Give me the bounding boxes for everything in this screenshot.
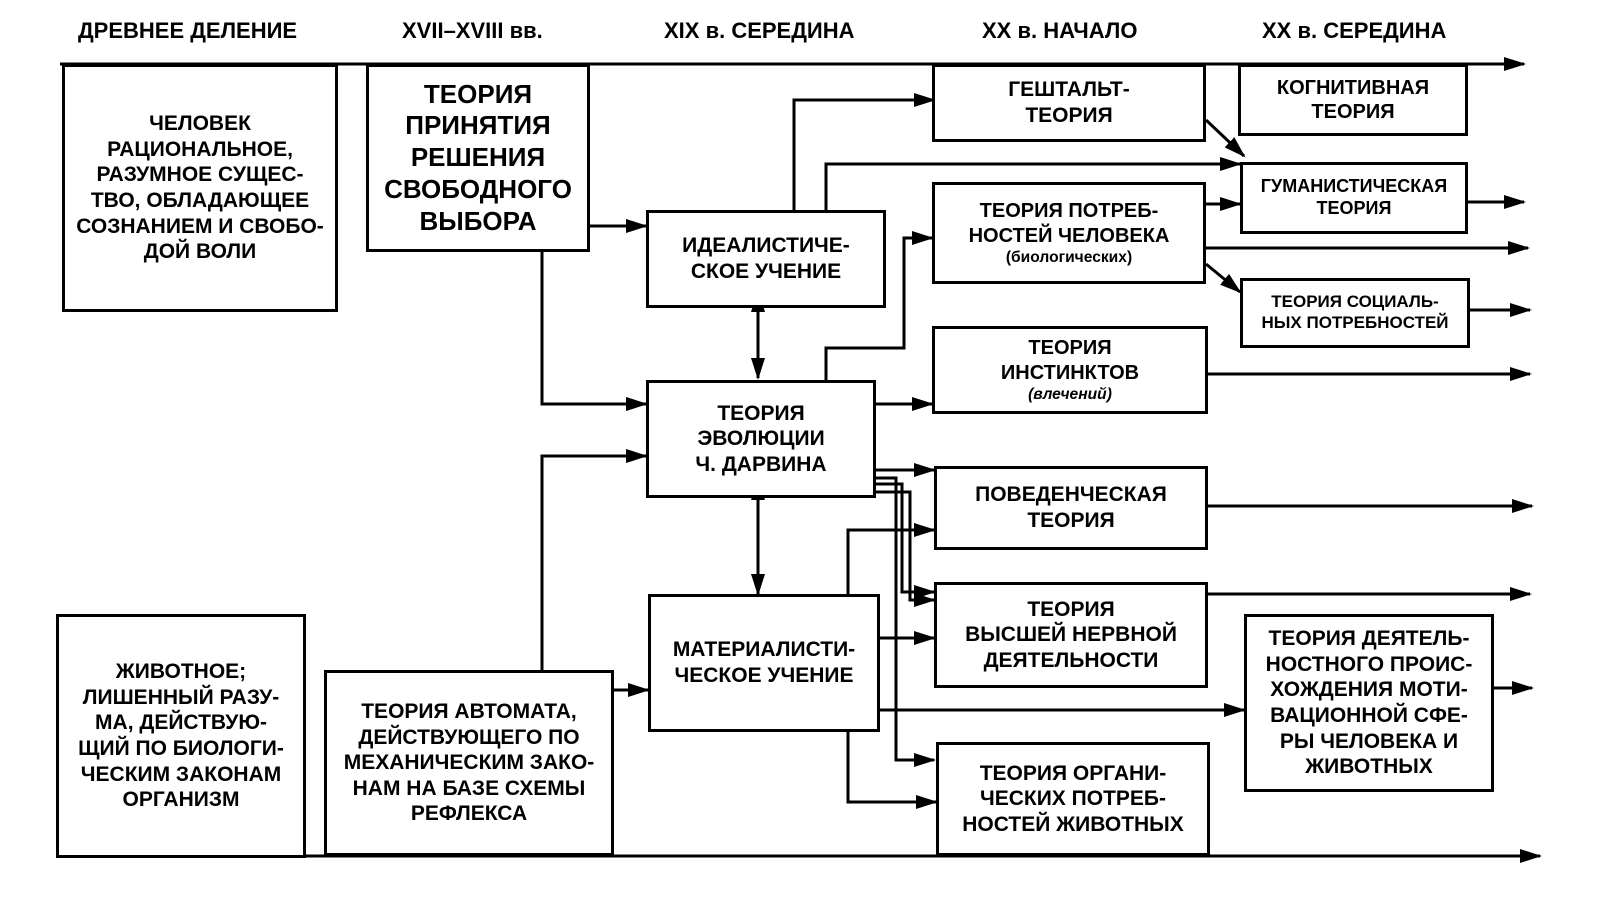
box-darwin-evolution-label: ТЕОРИЯ ЭВОЛЮЦИИ Ч. ДАРВИНА [695,401,827,476]
box-human-needs-theory-title: ТЕОРИЯ ПОТРЕБ- НОСТЕЙ ЧЕЛОВЕКА [968,200,1170,247]
arrow-darwin-to-organic [876,476,936,767]
box-organic-needs-theory: ТЕОРИЯ ОРГАНИ- ЧЕСКИХ ПОТРЕБ- НОСТЕЙ ЖИВ… [936,742,1210,856]
box-organic-needs-theory-label: ТЕОРИЯ ОРГАНИ- ЧЕСКИХ ПОТРЕБ- НОСТЕЙ ЖИВ… [962,761,1184,836]
box-animal-label: ЖИВОТНОЕ; ЛИШЕННЫЙ РАЗУ- МА, ДЕЙСТВУЮ- Щ… [78,660,284,812]
box-instincts-theory-title: ТЕОРИЯ ИНСТИНКТОВ [1000,337,1140,384]
box-materialistic-teaching: МАТЕРИАЛИСТИ- ЧЕСКОЕ УЧЕНИЕ [648,594,880,732]
box-social-needs-theory: ТЕОРИЯ СОЦИАЛЬ- НЫХ ПОТРЕБНОСТЕЙ [1240,278,1470,348]
box-social-needs-theory-label: ТЕОРИЯ СОЦИАЛЬ- НЫХ ПОТРЕБНОСТЕЙ [1261,292,1449,332]
arrow-darwin-to-higher-nervous [876,482,936,599]
box-activity-theory-label: ТЕОРИЯ ДЕЯТЕЛЬ- НОСТНОГО ПРОИС- ХОЖДЕНИЯ… [1265,627,1473,779]
arrow-automaton-to-darwin [540,449,648,670]
header-19-century-middle: XIX в. СЕРЕДИНА [664,18,855,43]
box-human-needs-theory-label: ТЕОРИЯ ПОТРЕБ- НОСТЕЙ ЧЕЛОВЕКА (биологич… [969,175,1170,292]
header-20-century-middle: XX в. СЕРЕДИНА [1262,18,1447,43]
box-free-choice-theory: ТЕОРИЯ ПРИНЯТИЯ РЕШЕНИЯ СВОБОДНОГО ВЫБОР… [366,64,590,252]
arrow-freechoice-to-darwin [540,252,648,411]
box-human: ЧЕЛОВЕК РАЦИОНАЛЬНОЕ, РАЗУМНОЕ СУЩЕС- ТВ… [62,64,338,312]
box-human-needs-theory: ТЕОРИЯ ПОТРЕБ- НОСТЕЙ ЧЕЛОВЕКА (биологич… [932,182,1206,284]
box-cognitive-theory-label: КОГНИТИВНАЯ ТЕОРИЯ [1276,76,1430,123]
box-human-label: ЧЕЛОВЕК РАЦИОНАЛЬНОЕ, РАЗУМНОЕ СУЩЕС- ТВ… [76,112,324,264]
header-17-18-centuries: XVII–XVIII вв. [402,18,543,43]
box-activity-theory: ТЕОРИЯ ДЕЯТЕЛЬ- НОСТНОГО ПРОИС- ХОЖДЕНИЯ… [1244,614,1494,792]
arrow-darwin-to-needs [824,231,934,380]
arrow-materialistic-to-organic [846,732,938,809]
box-gestalt-theory-label: ГЕШТАЛЬТ- ТЕОРИЯ [1008,78,1130,127]
box-automaton-theory-label: ТЕОРИЯ АВТОМАТА, ДЕЙСТВУЮЩЕГО ПО МЕХАНИЧ… [343,699,595,826]
box-materialistic-teaching-label: МАТЕРИАЛИСТИ- ЧЕСКОЕ УЧЕНИЕ [672,638,856,687]
box-instincts-theory-sub: (влечений) [1028,385,1112,403]
box-higher-nervous-theory: ТЕОРИЯ ВЫСШЕЙ НЕРВНОЙ ДЕЯТЕЛЬНОСТИ [934,582,1208,688]
box-human-needs-theory-sub: (биологических) [1005,248,1133,266]
box-idealistic-teaching-label: ИДЕАЛИСТИЧЕ- СКОЕ УЧЕНИЕ [682,234,850,283]
arrow-gestalt-to-humanistic [1204,118,1246,158]
box-free-choice-theory-label: ТЕОРИЯ ПРИНЯТИЯ РЕШЕНИЯ СВОБОДНОГО ВЫБОР… [384,78,572,236]
box-idealistic-teaching: ИДЕАЛИСТИЧЕ- СКОЕ УЧЕНИЕ [646,210,886,308]
box-automaton-theory: ТЕОРИЯ АВТОМАТА, ДЕЙСТВУЮЩЕГО ПО МЕХАНИЧ… [324,670,614,856]
box-instincts-theory: ТЕОРИЯ ИНСТИНКТОВ (влечений) [932,326,1208,414]
header-ancient: ДРЕВНЕЕ ДЕЛЕНИЕ [78,18,298,43]
box-behavioral-theory-label: ПОВЕДЕНЧЕСКАЯ ТЕОРИЯ [975,483,1167,532]
box-behavioral-theory: ПОВЕДЕНЧЕСКАЯ ТЕОРИЯ [934,466,1208,550]
header-20-century-start: XX в. НАЧАЛО [982,18,1138,43]
box-darwin-evolution: ТЕОРИЯ ЭВОЛЮЦИИ Ч. ДАРВИНА [646,380,876,498]
arrow-idealistic-to-gestalt [792,93,936,210]
box-gestalt-theory: ГЕШТАЛЬТ- ТЕОРИЯ [932,64,1206,142]
box-humanistic-theory: ГУМАНИСТИЧЕСКАЯ ТЕОРИЯ [1240,162,1468,234]
box-animal: ЖИВОТНОЕ; ЛИШЕННЫЙ РАЗУ- МА, ДЕЙСТВУЮ- Щ… [56,614,306,858]
arrow-materialistic-to-behavioral [846,523,936,594]
box-instincts-theory-label: ТЕОРИЯ ИНСТИНКТОВ (влечений) [1001,312,1139,429]
arrow-darwin-to-higher-nervous-2 [876,490,936,607]
arrow-needs-to-social [1205,262,1242,294]
box-higher-nervous-theory-label: ТЕОРИЯ ВЫСШЕЙ НЕРВНОЙ ДЕЯТЕЛЬНОСТИ [965,597,1177,672]
box-cognitive-theory: КОГНИТИВНАЯ ТЕОРИЯ [1238,64,1468,136]
box-humanistic-theory-label: ГУМАНИСТИЧЕСКАЯ ТЕОРИЯ [1260,176,1448,218]
arrow-idealistic-to-humanistic [824,157,1242,210]
